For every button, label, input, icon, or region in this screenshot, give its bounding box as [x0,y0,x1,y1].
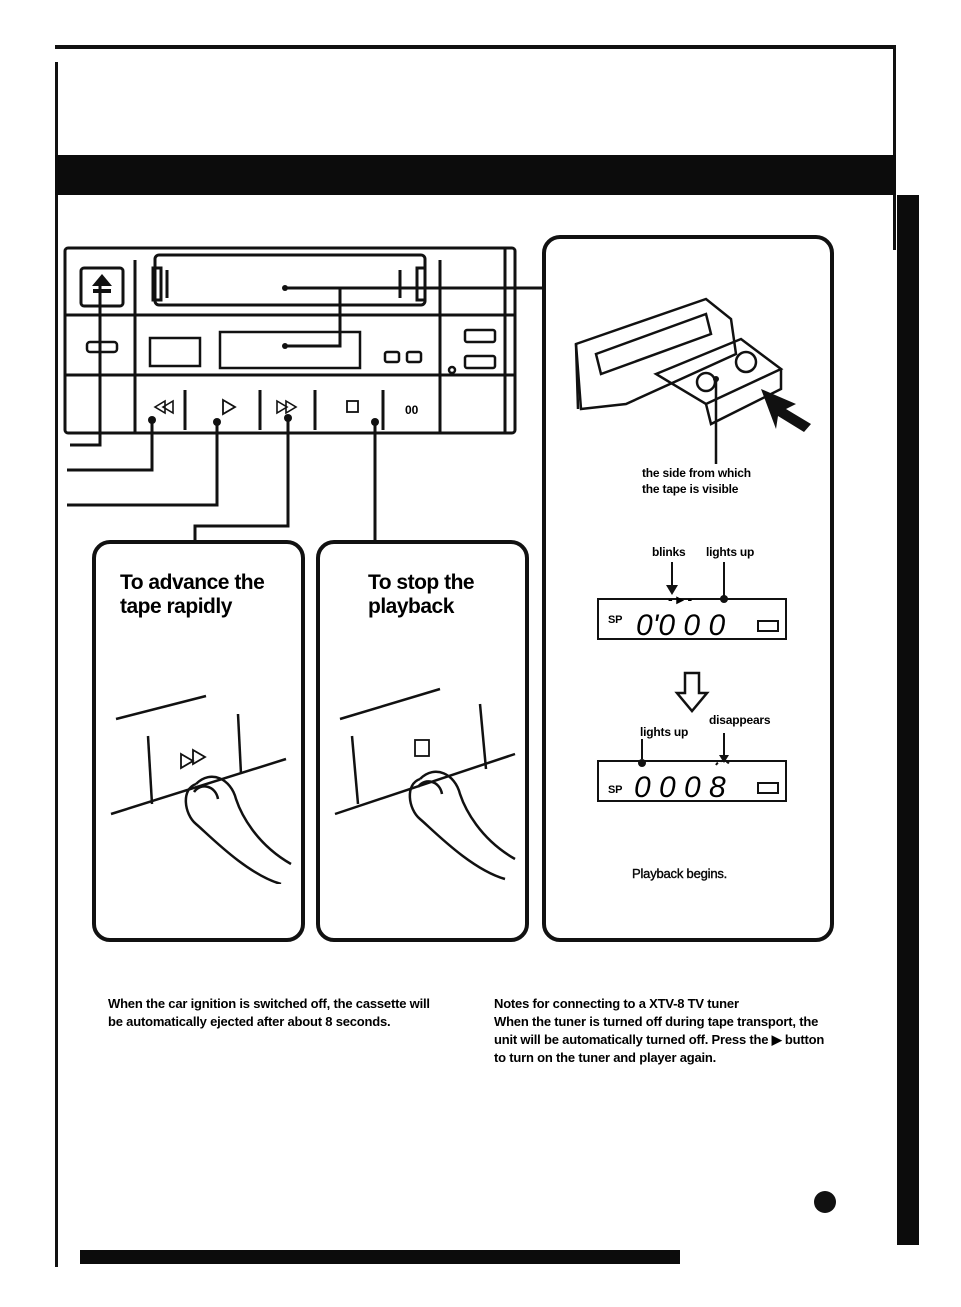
eject-button[interactable] [79,266,125,308]
display-counter-1: - ▸ - 0'0 0 0 [597,562,787,642]
player-front-panel: 00 [63,246,545,545]
fast-forward-button[interactable] [276,399,298,415]
stop-button[interactable] [346,400,359,413]
finger-press-ff-illustration [110,694,292,884]
blinks-label: blinks [652,545,686,559]
disappears-label: disappears [709,713,771,727]
tape-side-label: the side from which the tape is visible [642,466,751,496]
header-band [55,155,896,195]
ignition-note: When the car ignition is switched off, t… [108,996,430,1029]
play-button[interactable] [222,398,237,416]
svg-text:00: 00 [405,403,419,417]
left-border [55,62,58,1267]
down-arrow-icon [674,671,710,713]
tuner-note-text: When the tuner is turned off during tape… [494,1014,825,1065]
tuner-note-title: Notes for connecting to a XTV-8 TV tuner [494,996,739,1011]
display-mode-1: SP [608,614,623,626]
page-bullet-dot [814,1191,836,1213]
panel-insert-cassette: the side from which the tape is visible … [542,235,834,942]
display-row [85,328,497,375]
pause-button[interactable]: 00 [405,403,419,417]
rewind-button[interactable] [153,399,174,415]
svg-text:0 0 0 8: 0 0 0 8 [634,771,726,804]
lights-up-label-bottom: lights up [640,725,689,739]
right-border [893,45,896,250]
cassette-insert-illustration [574,297,811,464]
panel-stop: To stop the playback [316,540,529,942]
right-margin-bar [897,195,919,1245]
bottom-bar [80,1250,680,1264]
panel-advance: To advance the tape rapidly [92,540,305,942]
lights-up-label-top: lights up [706,545,755,559]
svg-text:0'0 0 0: 0'0 0 0 [636,609,725,642]
cassette-slot [151,253,427,307]
playback-begins-text: Playback begins. [632,866,728,881]
finger-press-stop-illustration [334,687,516,881]
display-counter-2: 0 0 0 8 [597,733,787,804]
stop-title: To stop the playback [368,571,475,618]
advance-title: To advance the tape rapidly [120,571,265,618]
display-mode-2: SP [608,784,623,796]
top-border [55,45,895,49]
svg-text:- ▸ -: - ▸ - [668,591,692,607]
